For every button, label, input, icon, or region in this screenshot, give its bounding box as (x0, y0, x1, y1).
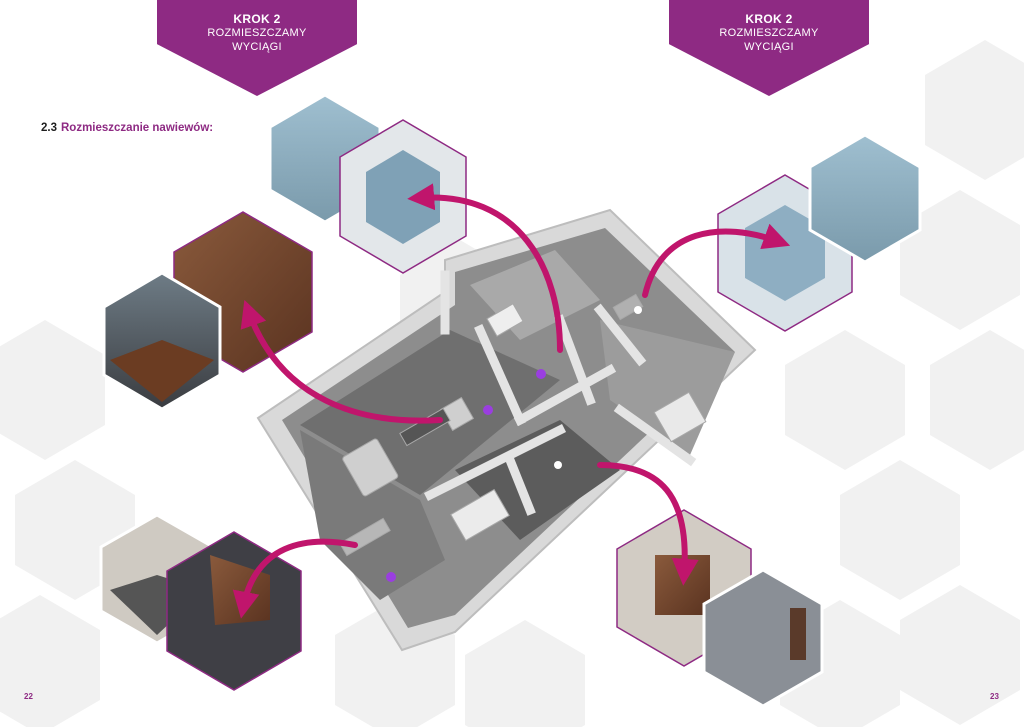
vent-marker (386, 572, 396, 582)
wardrobe (450, 488, 510, 542)
banner-step-label: KROK 2 (233, 12, 281, 26)
arrow-to-living (240, 299, 443, 424)
vent-marker (554, 461, 562, 469)
page-number-left: 22 (24, 692, 33, 701)
kitchen-floor (300, 430, 445, 600)
bg-hexagon (0, 595, 100, 727)
banner-step-label: KROK 2 (745, 12, 793, 26)
bed (653, 391, 707, 443)
room-thumb-bath-view-right (808, 133, 922, 264)
hall-view-door (790, 608, 806, 660)
vent-marker (483, 405, 493, 415)
bg-hexagon (785, 330, 905, 470)
desk (612, 293, 644, 321)
section-title: Rozmieszczanie nawiewów: (61, 122, 214, 134)
bg-hexagon (900, 190, 1020, 330)
bg-hexagon (840, 460, 960, 600)
arrow-to-bathroom (407, 183, 563, 353)
page-number-right: 23 (990, 692, 999, 701)
airflow-arrows (232, 183, 791, 619)
banner-line-2: WYCIĄGI (232, 41, 282, 53)
floor-plan (256, 208, 757, 652)
arrow-to-kitchen (232, 538, 358, 619)
dining-table (342, 438, 399, 497)
vent-marker (536, 369, 546, 379)
section-number: 2.3 (41, 122, 57, 134)
bathtub (486, 303, 524, 337)
section-heading: 2.3 Rozmieszczanie nawiewów: (41, 122, 213, 134)
bg-hexagon (465, 620, 585, 727)
inner-walls (423, 270, 697, 516)
vent-marker (634, 306, 642, 314)
living-view-floor (110, 340, 214, 402)
bg-hexagon (0, 320, 105, 460)
arrow-to-right-bathroom (642, 223, 791, 298)
vent-markers (386, 306, 642, 582)
bg-hexagon (925, 40, 1024, 180)
arrow-to-bedroom (597, 462, 699, 586)
bathroom-plan-floor (366, 150, 440, 244)
banner-line-2: WYCIĄGI (744, 41, 794, 53)
bg-hexagon (930, 330, 1024, 470)
bg-hexagon (900, 585, 1020, 725)
banner-line-1: ROZMIESZCZAMY (719, 27, 819, 39)
banner-line-1: ROZMIESZCZAMY (207, 27, 307, 39)
room-thumb-hall-view (702, 568, 824, 708)
